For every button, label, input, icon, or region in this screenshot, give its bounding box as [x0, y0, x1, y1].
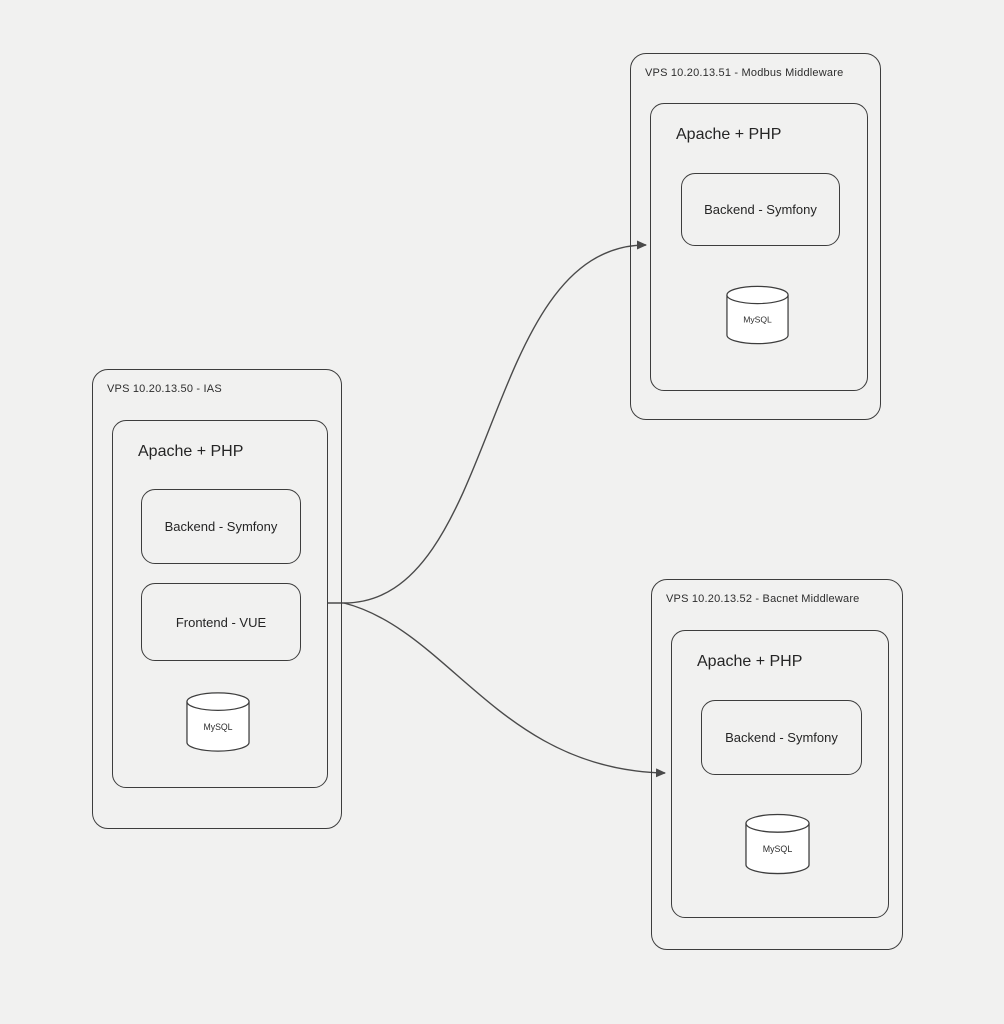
- vps-node-modbus: VPS 10.20.13.51 - Modbus Middleware Apac…: [630, 53, 881, 420]
- mysql-database-icon: MySQL: [186, 692, 250, 752]
- mysql-database-icon: MySQL: [745, 813, 810, 875]
- arrow-ias-to-bacnet: [343, 602, 666, 778]
- apache-php-label: Apache + PHP: [697, 653, 803, 670]
- vps-node-bacnet: VPS 10.20.13.52 - Bacnet Middleware Apac…: [651, 579, 903, 950]
- vps-title: VPS 10.20.13.52 - Bacnet Middleware: [666, 593, 860, 605]
- mysql-database-icon: MySQL: [726, 285, 789, 345]
- apache-php-container: Apache + PHP Backend - Symfony MySQL: [671, 630, 889, 918]
- vps-title: VPS 10.20.13.51 - Modbus Middleware: [645, 67, 844, 79]
- arrow-ias-to-modbus: [328, 240, 647, 604]
- mysql-label: MySQL: [203, 722, 232, 732]
- apache-php-container: Apache + PHP Backend - Symfony MySQL: [650, 103, 868, 391]
- mysql-label: MySQL: [743, 315, 772, 325]
- mysql-label: MySQL: [763, 844, 793, 854]
- apache-php-label: Apache + PHP: [138, 443, 244, 460]
- backend-symfony-box: Backend - Symfony: [141, 489, 301, 564]
- vps-title: VPS 10.20.13.50 - IAS: [107, 383, 222, 395]
- vps-node-ias: VPS 10.20.13.50 - IAS Apache + PHP Backe…: [92, 369, 342, 829]
- backend-symfony-box: Backend - Symfony: [681, 173, 840, 246]
- backend-symfony-box: Backend - Symfony: [701, 700, 862, 775]
- apache-php-label: Apache + PHP: [676, 126, 782, 143]
- apache-php-container: Apache + PHP Backend - Symfony Frontend …: [112, 420, 328, 788]
- frontend-vue-box: Frontend - VUE: [141, 583, 301, 661]
